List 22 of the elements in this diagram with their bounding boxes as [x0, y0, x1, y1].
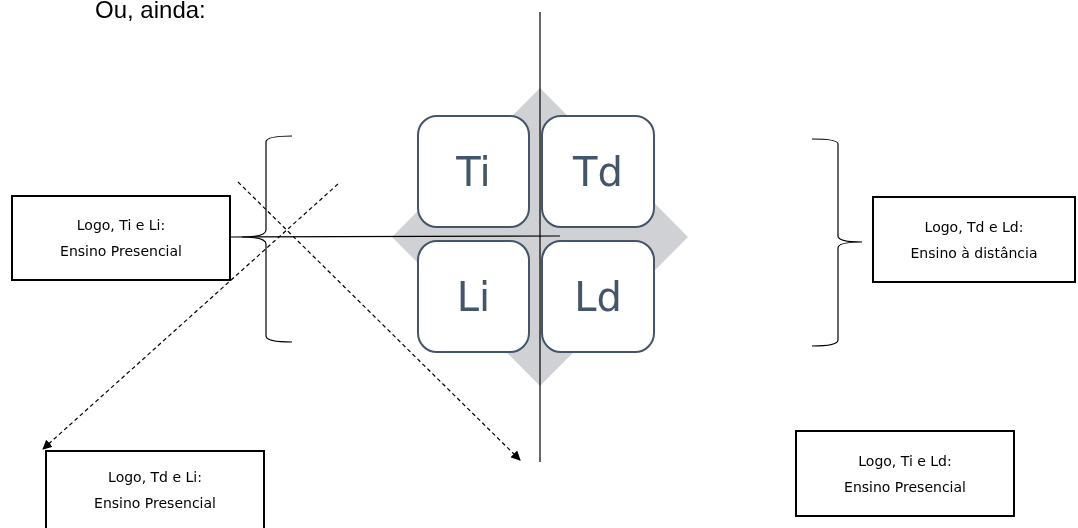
box-text: Logo, Td e Ld: [924, 217, 1024, 237]
quadrant-tile [417, 115, 530, 228]
box-text: Ensino à distância [910, 243, 1038, 263]
box-text: Ensino Presencial [94, 494, 216, 513]
tile-label: Ld [574, 273, 622, 320]
box-text: Logo, Ti e Ld: [858, 451, 952, 471]
tile-label: Ti [456, 148, 491, 195]
tile-label: Td [573, 148, 623, 195]
arrow [42, 183, 339, 450]
box-text: Ensino Presencial [60, 242, 182, 261]
box-text: Logo, Td e Li: [108, 468, 202, 487]
heading-text: Ou, ainda: [95, 0, 206, 24]
text-box [45, 450, 265, 528]
text-box [872, 196, 1076, 283]
box-text: Ensino Presencial [844, 477, 966, 497]
quadrant-tile [541, 115, 655, 228]
text-box [11, 195, 231, 281]
tile-label: Li [456, 273, 491, 320]
quadrant-tile [541, 240, 655, 353]
quadrant-tile [417, 240, 530, 353]
box-text: Logo, Ti e Li: [76, 216, 166, 235]
text-box [795, 430, 1015, 517]
